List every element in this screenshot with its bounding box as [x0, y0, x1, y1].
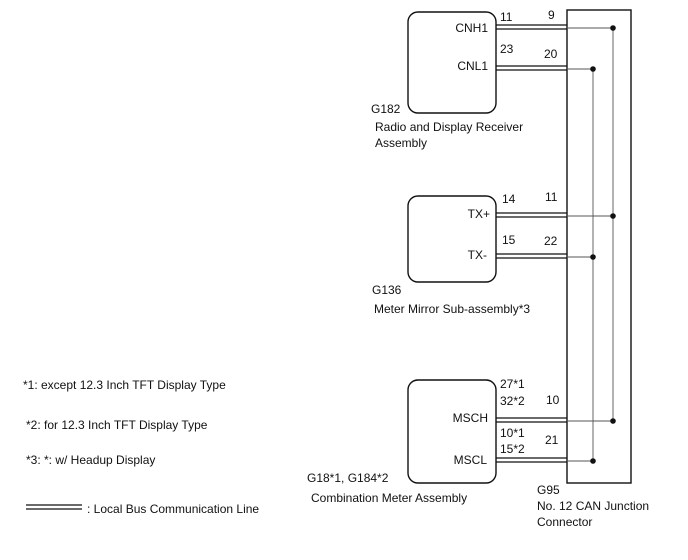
radio-high-left-pin: 11 — [500, 10, 513, 24]
combination-meter-can-low-wire — [496, 457, 593, 463]
footnote-3: *3: *: w/ Headup Display — [26, 453, 155, 467]
meter-mirror-code: G136 — [372, 283, 402, 297]
meter-mirror-name: Meter Mirror Sub-assembly*3 — [374, 302, 530, 316]
combination-meter-can-high-wire — [496, 417, 613, 423]
combination-meter-low-left-pin-b: 15*2 — [500, 442, 525, 456]
junction-connector: G95 No. 12 CAN Junction Connector — [537, 9, 649, 529]
legend-line-symbol — [26, 504, 82, 510]
combination-meter-high-left-pin-b: 32*2 — [500, 394, 525, 408]
meter-mirror-pin-txm: TX- — [468, 248, 487, 262]
combination-meter-high-splice-dot — [610, 418, 616, 424]
combination-meter-low-splice-dot — [590, 458, 596, 464]
combination-meter-code: G18*1, G184*2 — [307, 471, 389, 485]
radio-can-high-wire — [496, 24, 613, 30]
radio-pin-cnl1: CNL1 — [457, 59, 488, 73]
radio-box — [407, 11, 497, 114]
radio-code: G182 — [371, 102, 401, 116]
combination-meter-name: Combination Meter Assembly — [311, 491, 467, 505]
combination-meter-high-left-pin-a: 27*1 — [500, 377, 525, 391]
junction-name-line1: No. 12 CAN Junction — [537, 499, 649, 513]
radio-pin-cnh1: CNH1 — [455, 21, 488, 35]
radio-display-receiver-assembly: CNH1 CNL1 G182 Radio and Display Receive… — [371, 8, 616, 150]
meter-mirror-low-left-pin: 15 — [502, 233, 516, 247]
combination-meter-high-right-pin: 10 — [546, 393, 560, 407]
combination-meter-assembly: MSCH MSCL G18*1, G184*2 Combination Mete… — [307, 377, 616, 505]
combination-meter-low-left-pin-a: 10*1 — [500, 426, 525, 440]
radio-low-left-pin: 23 — [500, 42, 514, 56]
meter-mirror-high-left-pin: 14 — [502, 192, 516, 206]
footnotes: *1: except 12.3 Inch TFT Display Type *2… — [23, 378, 226, 467]
legend: : Local Bus Communication Line — [26, 502, 259, 516]
combination-meter-low-right-pin: 21 — [545, 433, 559, 447]
meter-mirror-high-right-pin: 11 — [545, 190, 558, 204]
radio-high-splice-dot — [610, 25, 616, 31]
meter-mirror-high-splice-dot — [610, 213, 616, 219]
radio-low-right-pin: 20 — [544, 47, 558, 61]
meter-mirror-can-high-wire — [496, 212, 613, 218]
junction-code: G95 — [537, 483, 560, 497]
legend-label: : Local Bus Communication Line — [87, 502, 259, 516]
combination-meter-pin-mscl: MSCL — [454, 453, 488, 467]
junction-box — [566, 9, 632, 484]
meter-mirror-can-low-wire — [496, 253, 593, 259]
combination-meter-box — [407, 379, 497, 484]
meter-mirror-low-right-pin: 22 — [544, 234, 558, 248]
meter-mirror-low-splice-dot — [590, 254, 596, 260]
radio-name-line2: Assembly — [375, 136, 427, 150]
radio-can-low-wire — [496, 65, 593, 71]
junction-name-line2: Connector — [537, 515, 592, 529]
combination-meter-pin-msch: MSCH — [453, 411, 488, 425]
footnote-2: *2: for 12.3 Inch TFT Display Type — [26, 418, 208, 432]
meter-mirror-sub-assembly: TX+ TX- G136 Meter Mirror Sub-assembly*3… — [372, 190, 616, 316]
meter-mirror-box — [407, 195, 497, 283]
radio-name-line1: Radio and Display Receiver — [375, 120, 523, 134]
meter-mirror-pin-txp: TX+ — [468, 207, 490, 221]
footnote-1: *1: except 12.3 Inch TFT Display Type — [23, 378, 226, 392]
radio-low-splice-dot — [590, 66, 596, 72]
radio-high-right-pin: 9 — [548, 8, 555, 22]
